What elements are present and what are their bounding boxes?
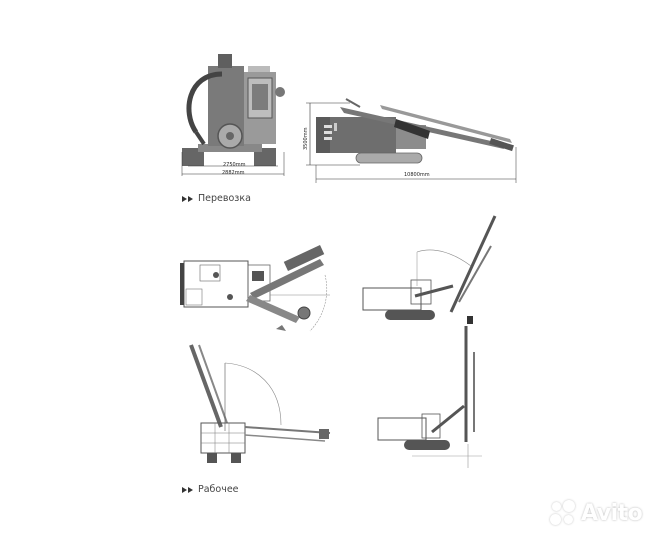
- transport-front-view-drawing: [181, 54, 285, 176]
- working-top-view-drawing: [180, 245, 330, 332]
- transport-side-view-drawing: [306, 98, 517, 183]
- section-label-transport: Перевозка: [182, 193, 251, 204]
- section-label-working: Рабочее: [182, 484, 239, 495]
- working-side-inclined-drawing: [362, 215, 497, 324]
- front-view-outer-width-label: 2882mm: [222, 170, 245, 176]
- working-top-view-raised-drawing: [189, 344, 331, 463]
- side-view-length-label: 10800mm: [404, 172, 430, 178]
- avito-watermark: Avito: [550, 500, 643, 526]
- double-arrow-icon: [182, 486, 193, 493]
- section-label-working-text: Рабочее: [198, 484, 239, 495]
- avito-watermark-text: Avito: [581, 500, 643, 526]
- working-side-vertical-drawing: [377, 326, 482, 468]
- front-view-inner-width-label: 2750mm: [223, 162, 246, 168]
- side-view-height-label: 3500mm: [303, 127, 309, 150]
- avito-logo-icon: [550, 500, 578, 526]
- double-arrow-icon: [182, 195, 193, 202]
- section-label-transport-text: Перевозка: [198, 193, 251, 204]
